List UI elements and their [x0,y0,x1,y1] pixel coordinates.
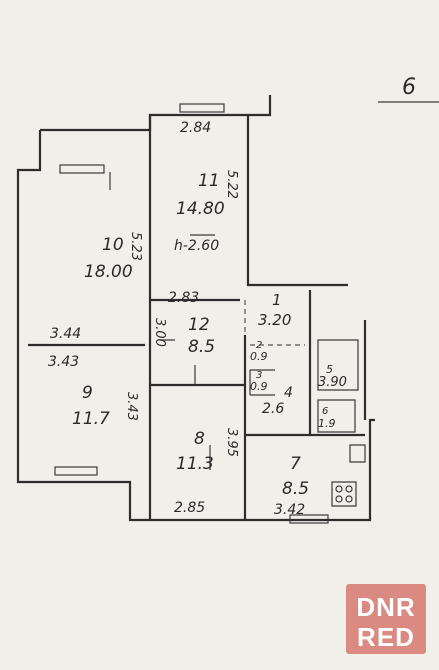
room-11-number: 11 [198,171,220,191]
room-11-dim-side: 5.22 [224,170,239,199]
inner-walls [28,172,366,520]
room-2-number: 2 [256,340,262,351]
room-7: 7 8.5 3.42 [274,454,309,518]
room-5-area: 2.6 [262,401,284,417]
window [59,164,105,174]
room-7-number: 7 [290,454,301,474]
room-12-dim-side: 3.00 [152,318,167,347]
room-9-area: 11.7 [72,409,110,429]
room-10-number: 10 [102,235,124,255]
room-8-number: 8 [194,429,205,449]
window [54,466,98,476]
room-4-number: 5 [326,363,333,376]
room-12-area: 8.5 [188,337,215,357]
room-10-dim-bottom: 3.44 [50,326,81,342]
floor-mark: 6 [378,75,439,103]
room-5-number: 4 [284,385,293,401]
floor-mark-text: 6 [402,75,416,100]
room-1-number: 1 [272,291,282,309]
room-9: 3.43 9 11.7 3.43 [48,354,139,429]
watermark-logo: DNR RED [346,584,426,654]
room-11: 2.84 5.22 11 14.80 h-2.60 [174,120,239,254]
room-2-area: 0.9 [250,350,268,363]
ceiling-height-note: h-2.60 [174,238,219,254]
room-2: 2 0.9 [250,340,268,363]
room-3-number: 3 [256,370,262,381]
room-3: 3 0.9 [250,370,268,393]
room-12-number: 12 [188,315,210,335]
room-8: 8 11.3 3.95 2.85 [174,428,239,516]
window [289,514,329,524]
room-6-number: 6 [322,406,328,417]
room-12-dim-top: 2.83 [168,290,199,306]
outer-walls [16,95,375,524]
room-9-number: 9 [82,383,93,403]
room-4-area: 3.90 [318,375,347,390]
room-1: 1 3.20 [258,291,291,329]
room-9-dim-side: 3.43 [124,392,139,421]
room-10-dim-side: 5.23 [128,232,143,261]
room-12: 2.83 12 8.5 3.00 [152,290,215,357]
room-5: 4 2.6 [262,385,293,417]
room-3-area: 0.9 [250,380,268,393]
room-1-area: 3.20 [258,311,291,329]
watermark-box [346,584,426,654]
room-6: 6 1.9 [318,406,336,430]
watermark-line1: DNR [356,592,415,622]
room-8-dim-side: 3.95 [224,428,239,457]
watermark-line2: RED [357,622,415,652]
room-4: 5 3.90 [318,363,347,390]
room-6-area: 1.9 [318,417,336,430]
room-11-dim-top: 2.84 [180,120,211,136]
room-10: 10 18.00 5.23 3.44 [50,232,143,342]
room-9-dim-top: 3.43 [48,354,79,370]
room-8-area: 11.3 [176,454,214,474]
room-8-dim-bottom: 2.85 [174,500,205,516]
room-11-area: 14.80 [176,199,225,219]
window [179,103,225,113]
room-7-area: 8.5 [282,479,309,499]
room-10-area: 18.00 [84,262,133,282]
room-7-dim-bottom: 3.42 [274,502,305,518]
